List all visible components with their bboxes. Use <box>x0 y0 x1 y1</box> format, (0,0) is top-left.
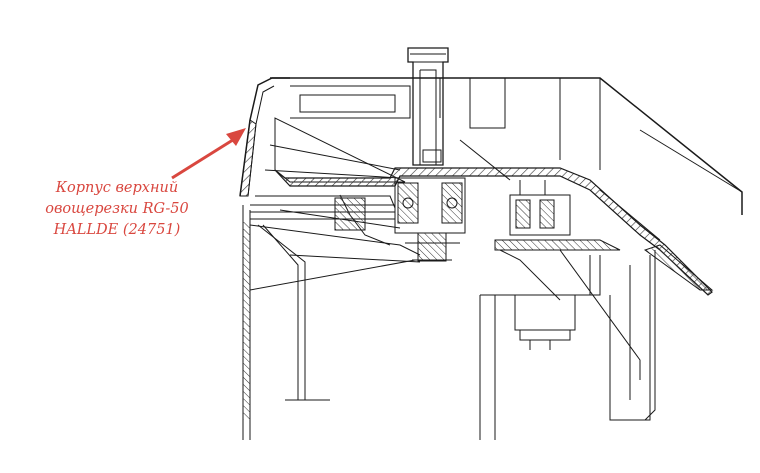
annotation-arrow <box>171 128 246 180</box>
lower-enclosure <box>479 249 651 440</box>
right-plate <box>643 244 714 421</box>
side-mechanism <box>494 180 621 251</box>
upper-housing-plate <box>274 167 713 296</box>
annotation-line-2: овощерезки RG-50 <box>45 201 189 217</box>
annotation-label: Корпус верхний овощерезки RG-50 HALLDE (… <box>22 178 212 241</box>
top-lid <box>270 77 743 215</box>
annotation-line-1: Корпус верхний <box>55 180 179 196</box>
leader-lines <box>269 139 511 263</box>
bearing-block <box>394 177 466 262</box>
drive-shaft <box>407 47 449 166</box>
left-housing-wall <box>239 77 290 440</box>
annotation-line-3: HALLDE (24751) <box>53 222 181 238</box>
cutting-drum-lines <box>249 169 421 401</box>
